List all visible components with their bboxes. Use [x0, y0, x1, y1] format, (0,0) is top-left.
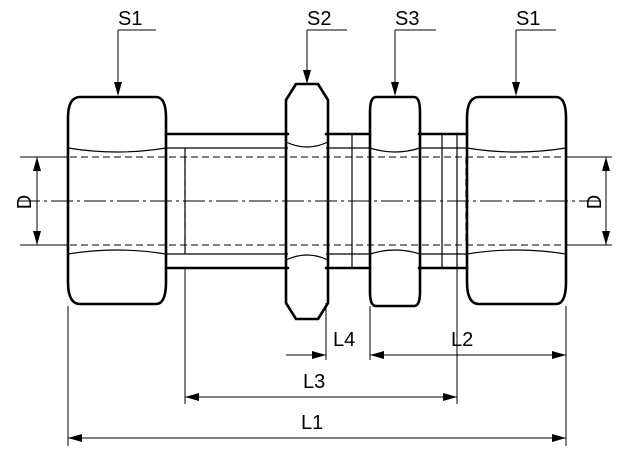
locknut-s2 [284, 82, 330, 321]
body-right [417, 132, 469, 270]
dimension-d-right [566, 156, 612, 246]
label-d-left: D [14, 195, 36, 209]
label-l3: L3 [303, 371, 325, 393]
label-d-right: D [584, 195, 606, 209]
label-s2: S2 [307, 8, 331, 30]
dimension-l3 [185, 393, 457, 401]
dimension-d-left [20, 156, 68, 246]
label-l4: L4 [333, 329, 355, 351]
leader-s1-right [512, 29, 556, 96]
dimension-l2 [370, 351, 566, 359]
nut-s1-left [66, 95, 168, 306]
label-s1-left: S1 [118, 8, 142, 30]
dimension-l4 [286, 351, 384, 359]
nut-s1-right [465, 95, 568, 306]
leader-s1-left [114, 29, 156, 96]
leader-s2 [303, 29, 347, 84]
extension-lines [67, 268, 567, 446]
label-s1-right: S1 [516, 8, 540, 30]
label-s3: S3 [395, 8, 419, 30]
body-middle [324, 132, 372, 270]
leader-s3 [391, 29, 436, 96]
hex-s3 [368, 95, 422, 308]
label-l1: L1 [301, 412, 323, 434]
dimension-l1 [68, 434, 566, 442]
label-l2: L2 [451, 329, 473, 351]
